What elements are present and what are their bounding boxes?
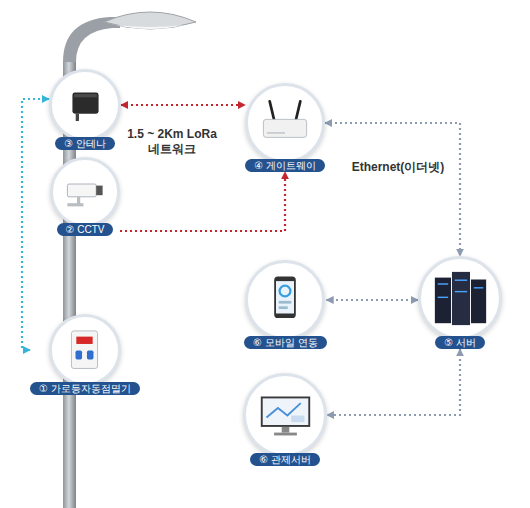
icon-part bbox=[77, 336, 93, 343]
icon-part bbox=[473, 287, 483, 288]
icon-circle bbox=[418, 256, 502, 340]
icon-part bbox=[262, 398, 308, 425]
icon-part bbox=[470, 279, 485, 323]
label-band: ⑤ 서버 bbox=[435, 336, 485, 349]
icon-part bbox=[274, 432, 297, 435]
icon-part bbox=[67, 184, 96, 197]
dotted-connector bbox=[120, 172, 285, 231]
label-band: ① 가로등자동점멸기 bbox=[30, 382, 140, 395]
edge-label: 1.5 ~ 2Km LoRa 네트워크 bbox=[126, 127, 218, 157]
icon-part bbox=[296, 101, 301, 120]
icon-part bbox=[266, 403, 300, 417]
icon-circle bbox=[243, 373, 327, 457]
icon-part bbox=[72, 92, 98, 113]
icon-part bbox=[87, 350, 94, 359]
icon-part bbox=[274, 277, 296, 318]
icon-circle bbox=[50, 157, 120, 227]
icon-part bbox=[454, 279, 466, 280]
icon-part bbox=[263, 119, 306, 137]
edge-label: Ethernet(이더넷) bbox=[343, 160, 453, 175]
icon-part bbox=[279, 301, 292, 304]
icon-part bbox=[291, 415, 304, 422]
antenna-node: ③ 안테나 bbox=[49, 69, 121, 150]
icon-circle bbox=[245, 83, 325, 163]
icon-part bbox=[67, 203, 83, 206]
lamp-light bbox=[116, 25, 184, 29]
icon-part bbox=[76, 350, 83, 359]
label-band: ③ 안테나 bbox=[55, 137, 115, 150]
dotted-connector bbox=[22, 99, 49, 350]
lamp-head bbox=[104, 12, 196, 29]
icon-circle bbox=[49, 314, 121, 386]
icon-part bbox=[96, 186, 102, 196]
icon-circle bbox=[245, 260, 325, 340]
control-node: ⑥ 관제서버 bbox=[243, 373, 327, 466]
dotted-connector bbox=[121, 104, 245, 106]
icon-part bbox=[267, 132, 285, 134]
antenna-icon bbox=[61, 81, 110, 130]
gateway-icon bbox=[258, 96, 312, 150]
icon-part bbox=[437, 283, 447, 284]
mobile-node: ⑥ 모바일 연동 bbox=[244, 260, 327, 349]
server-node: ⑤ 서버 bbox=[418, 256, 502, 349]
icon-part bbox=[276, 281, 294, 313]
dotted-connector bbox=[327, 349, 460, 415]
cctv-node: ② CCTV bbox=[50, 157, 120, 236]
icon-part bbox=[279, 306, 288, 309]
icon-part bbox=[270, 101, 275, 120]
icon-part bbox=[281, 426, 289, 432]
monitor-icon bbox=[257, 387, 314, 444]
label-band: ⑥ 모바일 연동 bbox=[244, 336, 327, 349]
server-icon bbox=[432, 270, 489, 327]
label-band: ② CCTV bbox=[57, 223, 114, 236]
icon-part bbox=[454, 290, 466, 291]
icon-part bbox=[434, 277, 450, 323]
gateway-node: ④ 게이트웨이 bbox=[245, 83, 325, 172]
label-band: ④ 게이트웨이 bbox=[245, 159, 325, 172]
icon-part bbox=[75, 113, 78, 120]
switcher-node: ① 가로등자동점멸기 bbox=[30, 314, 140, 395]
cctv-icon bbox=[61, 168, 109, 216]
icon-part bbox=[437, 296, 447, 297]
icon-part bbox=[451, 271, 469, 324]
label-band: ⑥ 관제서버 bbox=[250, 453, 320, 466]
dotted-connector bbox=[327, 299, 419, 301]
switcher-icon bbox=[60, 326, 109, 375]
icon-part bbox=[280, 286, 291, 297]
icon-part bbox=[260, 396, 309, 426]
icon-circle bbox=[49, 69, 121, 141]
icon-part bbox=[72, 330, 98, 368]
mobile-icon bbox=[258, 273, 312, 327]
dotted-connector bbox=[325, 123, 460, 256]
icon-part bbox=[74, 94, 97, 97]
